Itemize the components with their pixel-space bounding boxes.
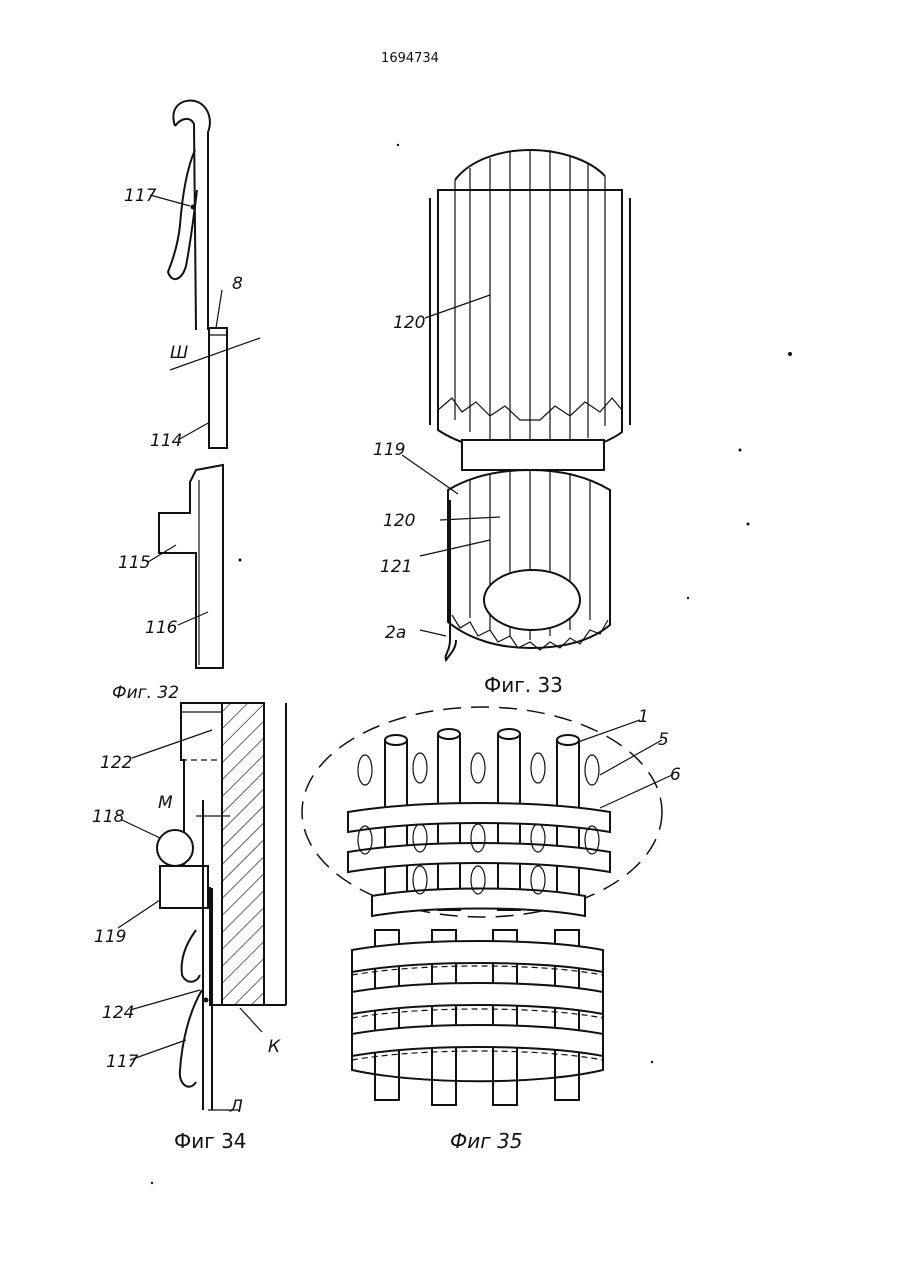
- label-121: 121: [380, 557, 412, 577]
- label-118: 118: [92, 807, 125, 827]
- label-width: Ш: [170, 343, 188, 363]
- latch-117: [168, 150, 197, 279]
- caption-fig-35: Фиг 35: [450, 1129, 523, 1153]
- horizontal-rings: [348, 803, 610, 916]
- label-K: К: [268, 1037, 281, 1057]
- label-119-fig34: 119: [94, 927, 126, 947]
- figure-33: 120 119 120 121 2а Фиг. 33: [373, 150, 630, 697]
- label-2a: 2а: [385, 623, 406, 643]
- label-116: 116: [145, 618, 178, 638]
- figure-34: 122 М 118 119 124 117 К Л Фиг 34: [92, 703, 286, 1153]
- label-1: 1: [638, 707, 649, 727]
- label-119: 119: [373, 440, 405, 460]
- label-122: 122: [100, 753, 132, 773]
- caption-fig-34: Фиг 34: [174, 1129, 247, 1153]
- latch-117-fig34: [180, 990, 202, 1087]
- ring-bore: [484, 570, 580, 630]
- figure-32: 117 8 Ш 114 115 116 Фиг. 32: [112, 101, 260, 703]
- wall-k: [222, 703, 264, 1005]
- caption-fig-33: Фиг. 33: [484, 673, 563, 697]
- label-115: 115: [118, 553, 150, 573]
- label-117-fig34: 117: [106, 1052, 139, 1072]
- document-number: 1694734: [381, 51, 439, 66]
- blade-114: [209, 328, 227, 448]
- label-120-lower: 120: [383, 511, 415, 531]
- label-M: М: [158, 793, 173, 813]
- label-L: Л: [229, 1097, 243, 1117]
- figure-35: 1 5 6 Фиг 35: [302, 707, 681, 1153]
- label-117: 117: [124, 186, 157, 206]
- caption-fig-32: Фиг. 32: [112, 683, 179, 703]
- hook-head: [173, 101, 210, 330]
- label-124: 124: [102, 1003, 134, 1023]
- roller-118: [157, 830, 193, 866]
- label-8: 8: [232, 274, 243, 294]
- block-119: [160, 866, 208, 908]
- label-120-upper: 120: [393, 313, 425, 333]
- label-6: 6: [670, 765, 681, 785]
- label-5: 5: [658, 730, 669, 750]
- label-114: 114: [150, 431, 182, 451]
- woven-cylinder: [352, 930, 603, 1105]
